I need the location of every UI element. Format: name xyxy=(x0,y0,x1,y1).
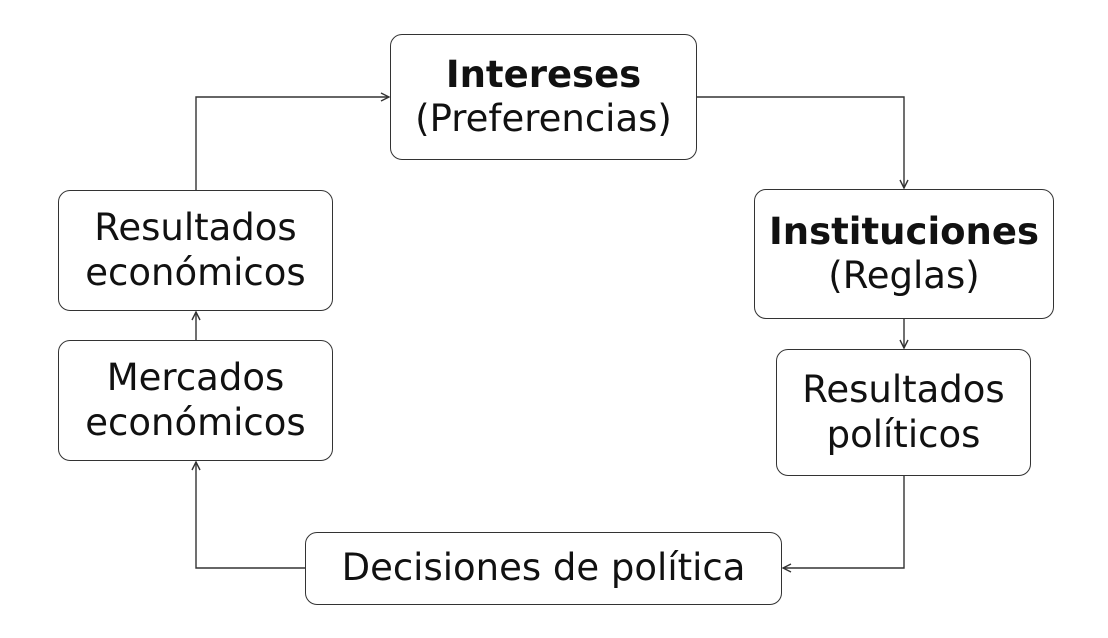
decisiones-box: Decisiones de política xyxy=(305,532,782,605)
decisiones-label: Decisiones de política xyxy=(341,546,746,590)
arrow-resultados-politicos-to-decisiones xyxy=(783,476,905,568)
arrow-intereses-to-instituciones xyxy=(697,96,904,188)
intereses-subtitle: (Preferencias) xyxy=(415,97,672,140)
instituciones-subtitle: (Reglas) xyxy=(828,254,980,297)
intereses-title: Intereses xyxy=(445,52,642,96)
mercados-line2: económicos xyxy=(85,400,306,444)
resultados-economicos-line2: económicos xyxy=(85,250,306,294)
intereses-box: Intereses (Preferencias) xyxy=(390,34,697,160)
resultados-politicos-box: Resultados políticos xyxy=(776,349,1031,476)
instituciones-title: Instituciones xyxy=(768,209,1040,253)
instituciones-box: Instituciones (Reglas) xyxy=(754,189,1054,319)
arrow-decisiones-to-mercados xyxy=(196,462,305,569)
mercados-line1: Mercados xyxy=(106,356,285,400)
mercados-economicos-box: Mercados económicos xyxy=(58,340,333,461)
resultados-economicos-box: Resultados económicos xyxy=(58,190,333,311)
resultados-politicos-line1: Resultados xyxy=(802,368,1005,412)
arrow-resultados-economicos-to-intereses xyxy=(195,97,389,190)
resultados-politicos-line2: políticos xyxy=(826,412,981,456)
resultados-economicos-line1: Resultados xyxy=(94,206,297,250)
